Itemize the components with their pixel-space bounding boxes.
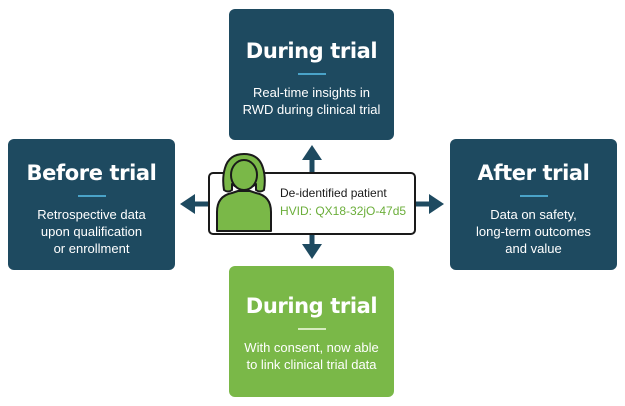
patient-label: De-identified patient [280, 186, 387, 200]
title-rule [297, 328, 326, 330]
desc-line: upon qualification [40, 224, 143, 239]
before-trial-box: Before trial Retrospective data upon qua… [8, 139, 175, 270]
desc-line: Retrospective data [37, 207, 146, 222]
box-description: Real-time insights in RWD during clinica… [243, 84, 381, 118]
box-description: Retrospective data upon qualification or… [37, 206, 145, 257]
arrow-up-head [302, 145, 322, 160]
desc-line: Real-time insights in [252, 85, 371, 100]
box-title: During trial [245, 39, 378, 63]
during-trial-top-box: During trial Real-time insights in RWD d… [229, 9, 394, 140]
box-title: After trial [477, 161, 590, 185]
desc-line: long-term outcomes [476, 224, 591, 239]
desc-line: RWD during clinical trial [242, 102, 381, 117]
arrow-left-head [180, 194, 195, 214]
desc-line: or enrollment [53, 241, 130, 256]
during-trial-bottom-box: During trial With consent, now able to l… [229, 266, 394, 397]
after-trial-box: After trial Data on safety, long-term ou… [450, 139, 617, 270]
title-rule [297, 73, 326, 75]
title-rule [519, 195, 548, 197]
patient-avatar-icon [216, 153, 272, 232]
desc-line: With consent, now able [244, 340, 379, 355]
desc-line: and value [505, 241, 562, 256]
arrow-right-head [429, 194, 444, 214]
desc-line: to link clinical trial data [246, 357, 377, 372]
desc-line: Data on safety, [490, 207, 577, 222]
box-description: Data on safety, long-term outcomes and v… [476, 206, 591, 257]
patient-hvid: HVID: QX18-32jO-47d5 [280, 204, 407, 218]
box-title: During trial [245, 294, 378, 318]
title-rule [77, 195, 106, 197]
arrow-down-head [302, 244, 322, 259]
box-title: Before trial [26, 161, 157, 185]
box-description: With consent, now able to link clinical … [244, 339, 378, 373]
